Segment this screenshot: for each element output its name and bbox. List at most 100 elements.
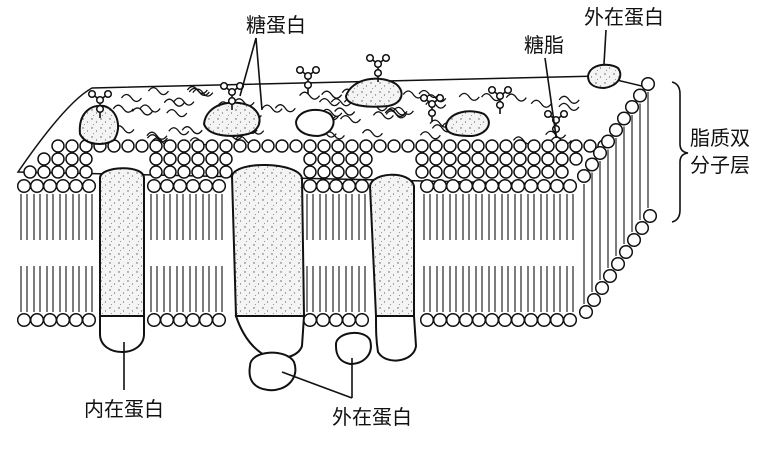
top-lipid-head — [304, 153, 316, 165]
lipid-tail-lower — [320, 266, 326, 312]
lipid-tail-upper — [307, 194, 313, 240]
side-lipid-head — [580, 306, 593, 319]
lipid-head — [486, 180, 499, 193]
side-lipid-head — [634, 89, 647, 102]
top-lipid-head — [150, 166, 162, 178]
lipid-tail-lower — [47, 266, 53, 312]
lipid-head — [564, 180, 577, 193]
top-lipid-head — [528, 166, 540, 178]
lipid-tail-lower — [151, 266, 157, 312]
lipid-head — [31, 180, 44, 193]
lipid-tail-upper — [86, 194, 92, 240]
top-lipid-head — [66, 153, 78, 165]
lipid-tail-lower — [502, 266, 508, 312]
sugar-unit — [89, 91, 96, 98]
side-lipid-head — [628, 234, 641, 247]
lipid-tail-lower — [203, 266, 209, 312]
top-lipid-head — [24, 166, 36, 178]
top-lipid-head — [248, 140, 260, 152]
sugar-unit — [489, 87, 496, 94]
lipid-tail-upper — [60, 194, 66, 240]
sugar-unit — [97, 106, 104, 113]
label-peripheral-protein-bottom: 外在蛋白 — [332, 405, 412, 429]
top-lipid-head — [514, 140, 526, 152]
lipid-head — [551, 314, 564, 327]
lipid-head — [512, 314, 525, 327]
top-lipid-head — [360, 140, 372, 152]
lipid-head — [343, 314, 356, 327]
top-lipid-head — [192, 140, 204, 152]
lipid-head — [187, 180, 200, 193]
lipid-head — [83, 314, 96, 327]
lipid-head — [174, 314, 187, 327]
bilayer-brace — [672, 82, 688, 222]
sugar-unit — [375, 70, 382, 77]
top-lipid-head — [52, 153, 64, 165]
lipid-tail-upper — [424, 194, 430, 240]
sugar-unit — [297, 67, 304, 74]
lipid-tail-lower — [216, 266, 222, 312]
top-lipid-head — [164, 140, 176, 152]
lipid-head — [473, 314, 486, 327]
lipid-tail-upper — [515, 194, 521, 240]
top-lipid-head — [178, 166, 190, 178]
side-lipid-head — [618, 112, 631, 125]
lipid-head — [57, 314, 70, 327]
surface-protein — [296, 110, 334, 136]
lipid-tail-lower — [541, 266, 547, 312]
top-lipid-head — [318, 153, 330, 165]
side-lipid-head — [588, 294, 601, 307]
top-lipid-head — [220, 140, 232, 152]
lipid-head — [317, 314, 330, 327]
lipid-tail-upper — [203, 194, 209, 240]
top-lipid-head — [220, 166, 232, 178]
top-lipid-head — [514, 166, 526, 178]
label-peripheral-protein-top: 外在蛋白 — [584, 5, 664, 29]
peripheral-protein-bottom-left — [250, 353, 296, 391]
lipid-head — [486, 314, 499, 327]
side-lipid-head — [586, 158, 599, 171]
lipid-head — [512, 180, 525, 193]
lipid-tail-upper — [437, 194, 443, 240]
lipid-tail-lower — [34, 266, 40, 312]
lipid-head — [18, 314, 31, 327]
top-lipid-head — [556, 153, 568, 165]
sugar-unit — [497, 93, 504, 100]
lipid-head — [161, 180, 174, 193]
top-lipid-head — [570, 153, 582, 165]
lipid-tail-lower — [73, 266, 79, 312]
top-lipid-head — [374, 140, 386, 152]
lipid-tail-lower — [476, 266, 482, 312]
lipid-head — [499, 314, 512, 327]
top-lipid-head — [52, 140, 64, 152]
lipid-head — [187, 314, 200, 327]
lipid-tail-upper — [177, 194, 183, 240]
side-lipid-head — [626, 101, 639, 114]
lipid-head — [304, 180, 317, 193]
top-lipid-head — [430, 153, 442, 165]
lipid-head — [44, 180, 57, 193]
side-lipid-head — [644, 210, 657, 223]
top-lipid-head — [542, 166, 554, 178]
lipid-head — [200, 314, 213, 327]
top-lipid-head — [346, 153, 358, 165]
top-lipid-head — [360, 153, 372, 165]
top-lipid-head — [430, 166, 442, 178]
top-lipid-head — [80, 153, 92, 165]
top-lipid-head — [416, 153, 428, 165]
top-lipid-head — [528, 140, 540, 152]
sugar-unit — [561, 111, 568, 118]
side-lipid-head — [610, 124, 623, 137]
top-lipid-head — [472, 140, 484, 152]
lipid-head — [200, 180, 213, 193]
lipid-head — [499, 180, 512, 193]
lipid-tail-upper — [346, 194, 352, 240]
side-lipid-head — [642, 78, 655, 91]
lipid-tail-upper — [528, 194, 534, 240]
lipid-tail-lower — [60, 266, 66, 312]
top-lipid-head — [178, 153, 190, 165]
top-lipid-head — [164, 153, 176, 165]
lipid-head — [473, 180, 486, 193]
lipid-head — [460, 180, 473, 193]
